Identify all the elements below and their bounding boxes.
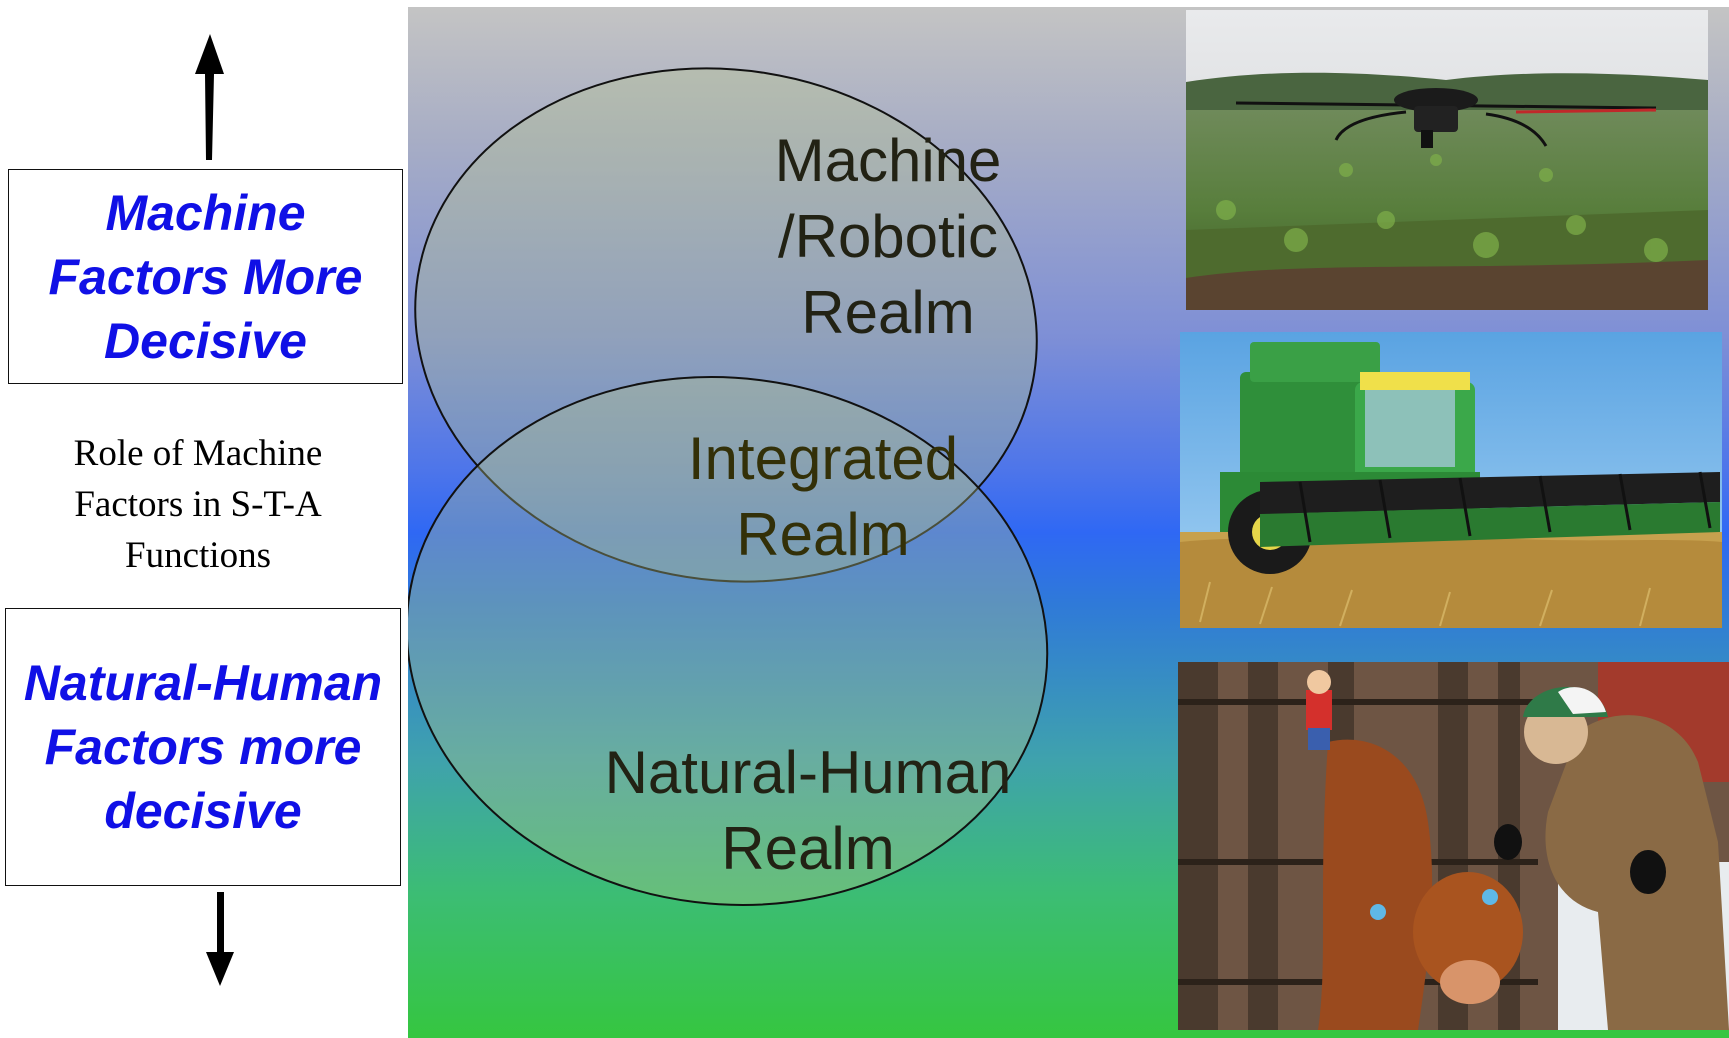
role-label: Role of Machine Factors in S-T-A Functio… [73,433,323,576]
harvester-scene [1180,332,1722,628]
drone-photo [1186,10,1708,310]
venn-diagram [408,67,1049,906]
machine-realm-label: Machine /Robotic Realm [774,127,1002,346]
natural-human-realm-circle [408,376,1049,906]
arrow-up-icon [195,34,224,160]
farmer-calf-photo [1178,662,1729,1030]
natural-human-factors-text: Natural-Human Factors more decisive [23,655,383,839]
arrow-down-icon [206,892,234,986]
drone-scene [1186,10,1708,310]
integrated-realm-label: Integrated Realm [687,425,959,568]
natural-human-factors-box: Natural-Human Factors more decisive [5,608,401,886]
farmer-calf-scene [1178,662,1729,1030]
combine-harvester-photo [1180,332,1722,628]
machine-realm-circle [414,67,1038,583]
machine-factors-box: Machine Factors More Decisive [8,169,403,384]
natural-human-realm-label: Natural-Human Realm [604,739,1012,882]
machine-factors-text: Machine Factors More Decisive [48,184,363,369]
